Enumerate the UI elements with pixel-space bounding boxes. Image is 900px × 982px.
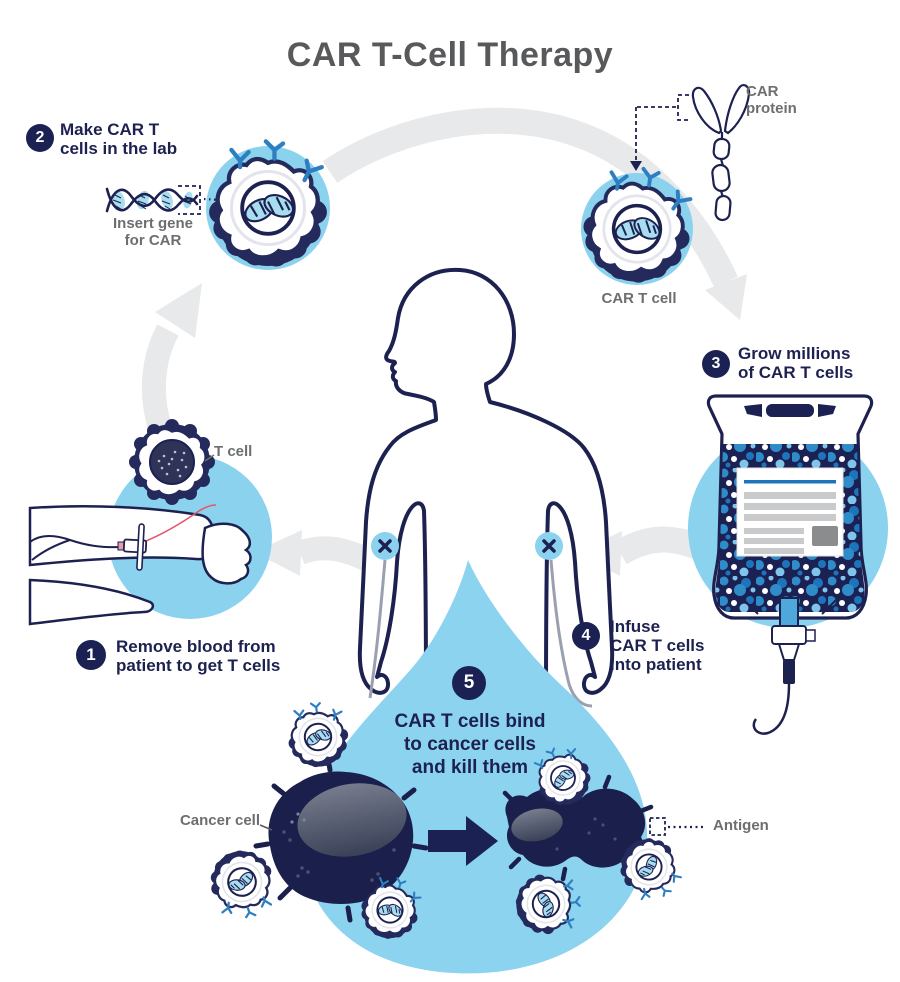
step-2-number: 2 bbox=[35, 129, 45, 146]
step-5-label: CAR T cells bind to cancer cells and kil… bbox=[394, 711, 546, 779]
right-iv-tube bbox=[549, 559, 593, 708]
patient-body-illustration bbox=[357, 267, 615, 708]
step-4-badge: 4 bbox=[572, 622, 600, 650]
step-4-number: 4 bbox=[581, 627, 591, 644]
step-2-badge: 2 bbox=[26, 124, 54, 152]
step-2-label: Make CAR T cells in the lab bbox=[60, 120, 178, 159]
step-1-number: 1 bbox=[86, 645, 96, 664]
car-protein-connector bbox=[630, 94, 689, 171]
step-5-badge: 5 bbox=[452, 666, 486, 700]
left-iv-tube bbox=[368, 559, 387, 699]
dying-cancer-cell-illustration bbox=[502, 774, 654, 882]
dna-helix-icon bbox=[105, 187, 199, 213]
cancer-cell-illustration bbox=[253, 755, 429, 923]
draw-tube bbox=[29, 534, 123, 561]
step-3-number: 3 bbox=[711, 355, 721, 372]
antigen-label: Antigen bbox=[713, 817, 769, 834]
car-protein-label: CAR protein bbox=[746, 83, 797, 117]
t-cell-leader bbox=[204, 454, 215, 462]
iv-bag-illustration bbox=[706, 394, 874, 735]
cancer-cell-leader bbox=[259, 824, 273, 831]
arm-blood-draw-illustration bbox=[28, 504, 252, 626]
blood-line bbox=[145, 504, 217, 542]
step-5-number: 5 bbox=[463, 672, 475, 693]
step-1-label: Remove blood from patient to get T cells bbox=[116, 637, 281, 676]
step-3-label: Grow millions of CAR T cells bbox=[738, 344, 854, 383]
left-iv-site bbox=[371, 532, 399, 560]
step-4-label: Infuse CAR T cells into patient bbox=[610, 617, 705, 675]
kill-arrow bbox=[428, 816, 498, 866]
right-iv-site bbox=[535, 532, 563, 560]
t-cell-label: T cell bbox=[214, 443, 253, 460]
antigen-connector bbox=[649, 817, 706, 836]
mini-car-t-cell bbox=[200, 840, 285, 928]
cancer-cell-label: Cancer cell bbox=[179, 812, 260, 829]
step-3-badge: 3 bbox=[702, 350, 730, 378]
car-protein-illustration bbox=[691, 84, 751, 222]
insert-gene-label: Insert gene for CAR bbox=[112, 215, 194, 249]
step-1-badge: 1 bbox=[76, 640, 106, 670]
car-t-cell-label: CAR T cell bbox=[601, 290, 677, 307]
arrow-step1-to-step2 bbox=[141, 283, 202, 432]
page-title: CAR T-Cell Therapy bbox=[286, 36, 614, 74]
